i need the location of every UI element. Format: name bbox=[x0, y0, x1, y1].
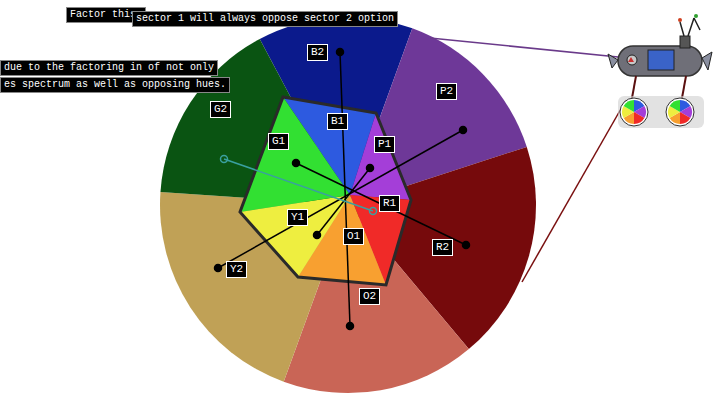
end-dot bbox=[221, 156, 228, 163]
end-dot bbox=[215, 265, 222, 272]
opposition-line bbox=[430, 38, 628, 58]
sector-label: R1 bbox=[379, 195, 400, 212]
opposition-line bbox=[296, 163, 466, 245]
end-dot bbox=[367, 165, 374, 172]
end-dot bbox=[314, 232, 321, 239]
sector-label: B1 bbox=[327, 113, 348, 130]
sector-label: O1 bbox=[343, 228, 364, 245]
opposition-line bbox=[522, 100, 626, 282]
mini-wheel bbox=[666, 98, 694, 126]
opposition-line bbox=[224, 159, 373, 211]
end-dot bbox=[347, 323, 354, 330]
hexagon-outline bbox=[240, 97, 411, 285]
sector-label: G2 bbox=[210, 101, 231, 118]
end-dot bbox=[337, 49, 344, 56]
sector-label: Y2 bbox=[226, 261, 247, 278]
note-text: es spectrum as well as opposing hues. bbox=[0, 77, 230, 93]
note-text: sector 1 will always oppose sector 2 opt… bbox=[132, 11, 398, 27]
sector-label: Y1 bbox=[287, 209, 308, 226]
opposition-line bbox=[317, 168, 370, 235]
robot-illustration bbox=[608, 14, 712, 128]
end-dot bbox=[463, 242, 470, 249]
sector-label: P1 bbox=[374, 136, 395, 153]
sector-label: B2 bbox=[307, 44, 328, 61]
end-dot bbox=[460, 127, 467, 134]
mini-wheel bbox=[620, 98, 648, 126]
sector-label: R2 bbox=[432, 239, 453, 256]
sector-label: P2 bbox=[436, 83, 457, 100]
sector-label: G1 bbox=[268, 133, 289, 150]
sector-label: O2 bbox=[359, 288, 380, 305]
opposition-line bbox=[218, 130, 463, 268]
inner-sector bbox=[240, 97, 350, 212]
note-text: due to the factoring in of not only bbox=[0, 60, 218, 76]
end-dot bbox=[293, 160, 300, 167]
end-dot bbox=[370, 208, 377, 215]
